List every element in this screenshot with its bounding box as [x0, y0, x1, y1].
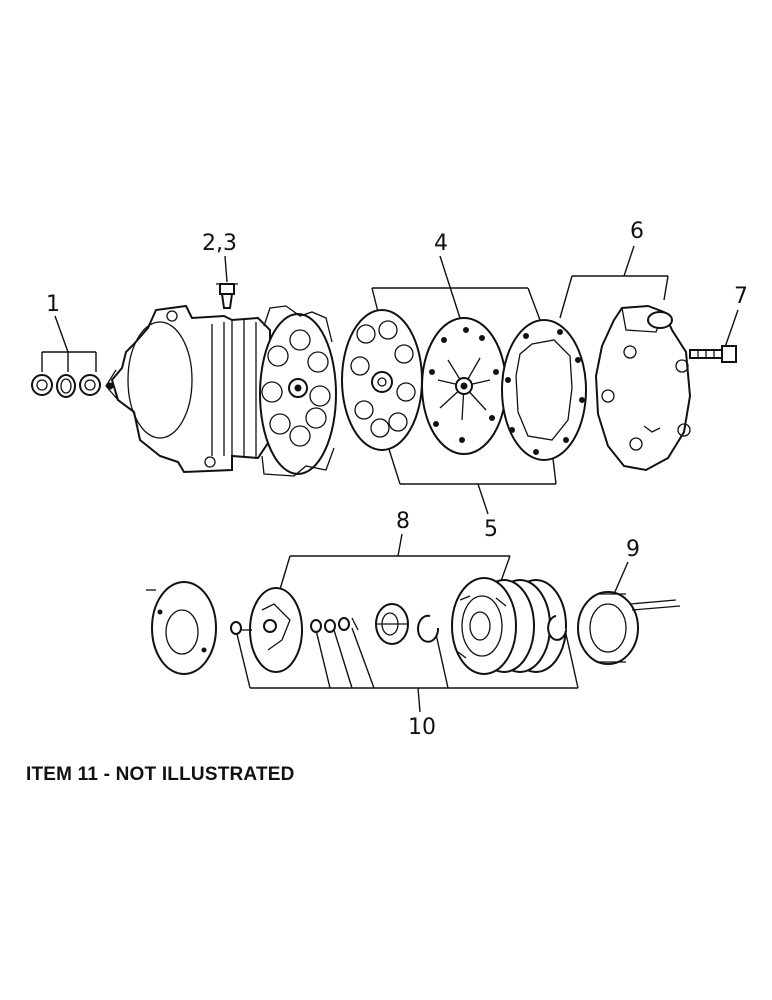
callout-4: 4 — [434, 231, 448, 256]
callout-9: 9 — [626, 537, 640, 562]
item-10-small-rings — [310, 617, 359, 633]
callout-5: 5 — [484, 517, 498, 542]
snap-ring-left — [417, 614, 440, 643]
compressor-body — [105, 304, 337, 477]
item-7-bolt — [689, 345, 737, 363]
bearing — [375, 603, 409, 645]
callout-10: 10 — [408, 715, 436, 740]
item-1-caps-and-seals — [31, 374, 101, 398]
callout-8: 8 — [396, 509, 410, 534]
callout-2-3: 2,3 — [202, 231, 237, 256]
callout-1: 1 — [46, 292, 60, 317]
item-2-3-fitting — [216, 283, 238, 309]
leader-lines — [41, 245, 739, 713]
snap-ring-right — [547, 615, 567, 641]
item-5-valve-plate — [341, 309, 423, 451]
item-6-rear-head — [594, 304, 692, 472]
item-6-head-gasket — [501, 319, 587, 461]
item-8-clutch-hub — [230, 587, 303, 673]
not-illustrated-note: ITEM 11 - NOT ILLUSTRATED — [26, 764, 295, 785]
callout-6: 6 — [630, 219, 644, 244]
item-9-field-coil — [577, 591, 681, 665]
callout-7: 7 — [734, 284, 748, 309]
clutch-front-cover — [146, 581, 217, 675]
item-4-reed-plate — [421, 317, 507, 455]
item-8-pulley — [451, 577, 567, 675]
